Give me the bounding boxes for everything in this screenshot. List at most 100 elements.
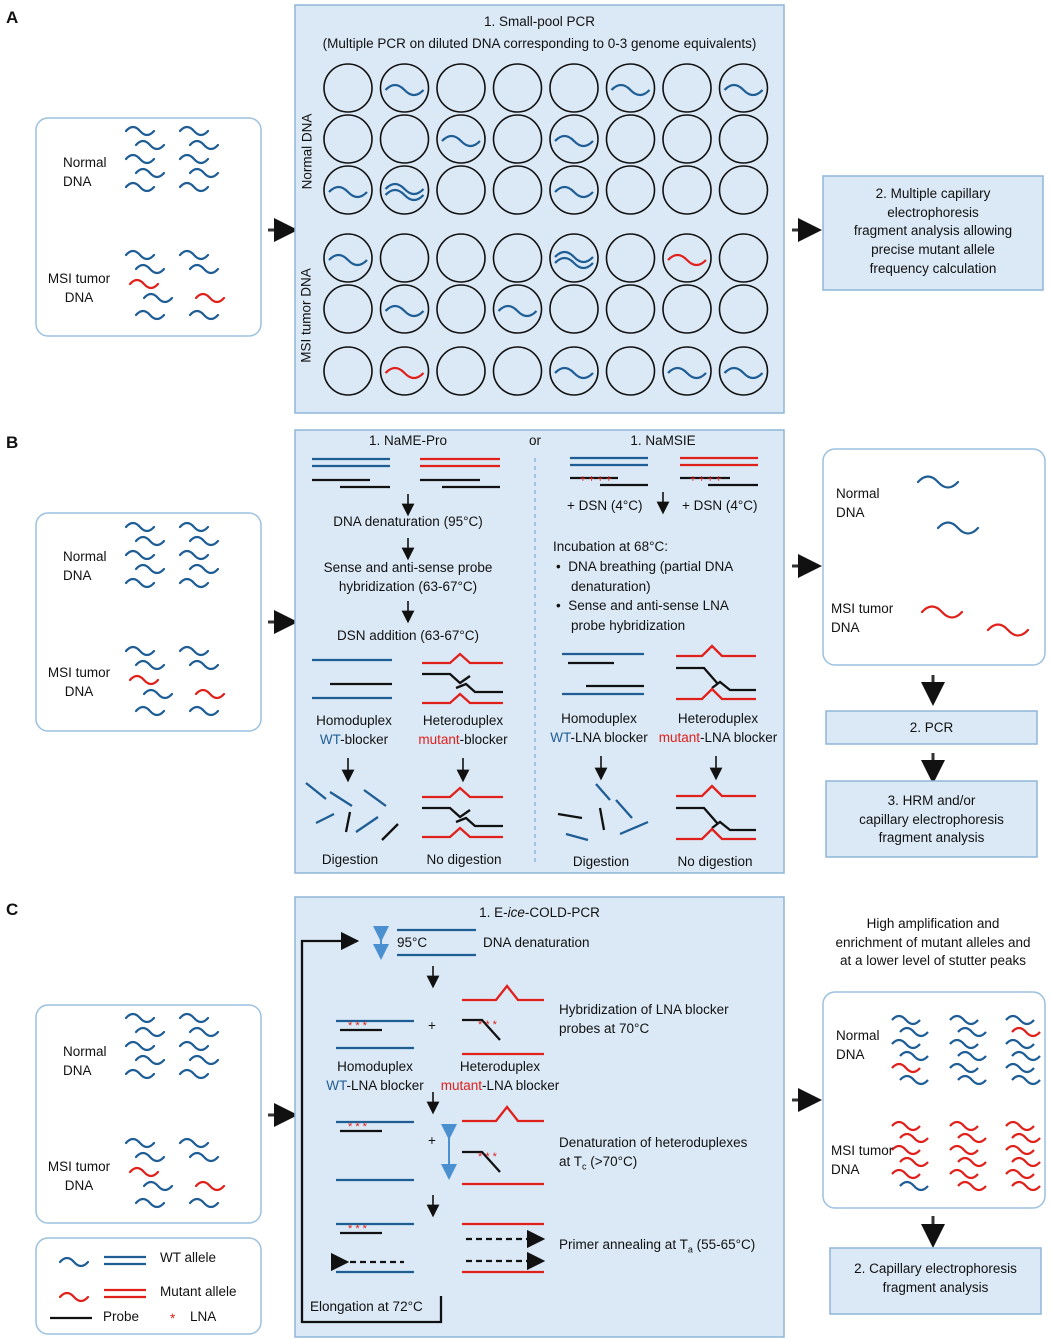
result-box-b	[822, 448, 1046, 666]
pcr-well	[662, 284, 712, 334]
pcr-well	[718, 114, 769, 164]
legend-mutant-label: Mutant allele	[160, 1284, 237, 1299]
digestion-label-namepro: Digestion	[321, 852, 379, 867]
wt-amplicon	[441, 134, 481, 148]
pcr-well	[436, 233, 486, 283]
plus-sign-2: +	[428, 1133, 436, 1148]
pcr-well	[662, 233, 712, 283]
wt-amplicon	[554, 256, 594, 270]
incubation-label: Incubation at 68°C:	[553, 539, 668, 554]
mutant-allele-wave	[891, 1144, 921, 1156]
step-dsn-addition: DSN addition (63-67°C)	[337, 628, 479, 643]
pcr-well	[549, 114, 599, 164]
pcr-well	[718, 165, 769, 215]
step-denaturation: DNA denaturation (95°C)	[333, 514, 483, 529]
mutant-allele-wave	[891, 1120, 921, 1132]
cycle-loop	[300, 931, 443, 1324]
namepro-heteroduplex	[422, 652, 503, 705]
mutant-allele-wave	[891, 1168, 921, 1180]
pcr-well	[436, 165, 486, 215]
incubation-bullets: • DNA breathing (partial DNA denaturatio…	[556, 559, 734, 633]
panel-letter-b: B	[6, 433, 19, 452]
pcr-well	[605, 63, 656, 113]
wt-allele-wave	[899, 1026, 929, 1038]
pcr-well	[549, 63, 599, 113]
wt-allele-wave	[1011, 1050, 1041, 1062]
pcr-well	[662, 114, 712, 164]
result-waves-c	[891, 1014, 1041, 1192]
wt-amplicon	[554, 185, 594, 199]
pcr-well	[323, 233, 373, 283]
pcr-well	[718, 284, 769, 334]
pcr-well	[323, 346, 373, 396]
namepro-digestion-fragments	[305, 782, 399, 841]
pcr-well	[605, 114, 656, 164]
wt-allele-wave	[1011, 1074, 1041, 1086]
namepro-no-digestion	[422, 786, 503, 839]
pcr-well	[379, 63, 430, 113]
temp-95-label: 95°C	[397, 935, 428, 950]
pcr-well	[323, 63, 373, 113]
wt-amplicon	[667, 366, 707, 380]
wt-allele-wave	[957, 1026, 987, 1038]
pcr-well	[492, 284, 543, 334]
dsn-right: + DSN (4°C)	[682, 498, 758, 513]
name-pro-title: 1. NaME-Pro	[368, 433, 448, 448]
wt-allele-wave	[1005, 1014, 1035, 1026]
wt-amplicon	[554, 366, 594, 380]
or-label: or	[528, 433, 541, 448]
row-label-msi: MSI tumor DNA	[298, 268, 314, 363]
elongation-label: Elongation at 72°C	[310, 1299, 423, 1314]
pcr-well	[379, 114, 430, 164]
pcr-well	[605, 233, 656, 283]
pcr-well	[492, 165, 543, 215]
svg-text:+ + + +: + + + +	[690, 474, 722, 485]
namsie-homoduplex	[562, 652, 644, 696]
lna-marks-b: + + + + + + + +	[580, 474, 722, 485]
legend-lna-label: LNA	[190, 1309, 217, 1324]
namepro-wt-duplex	[312, 457, 500, 489]
lna-mark-c3: * * *	[348, 1121, 368, 1133]
pcr-well	[436, 346, 486, 396]
pcr-well	[492, 63, 543, 113]
wt-amplicon	[554, 250, 594, 264]
namepro-homoduplex	[312, 658, 392, 700]
legend-box	[35, 1237, 262, 1335]
lna-mark-c5: * * *	[348, 1223, 368, 1235]
pcr-well	[549, 233, 599, 283]
ice-cold-title: 1. E-ice-COLD-PCR	[479, 905, 600, 920]
lna-mark-c2: * * *	[478, 1019, 498, 1031]
wt-allele-wave	[949, 1062, 979, 1074]
mutant-allele-wave	[899, 1132, 929, 1144]
pcr-well	[379, 284, 430, 334]
pcr-well	[379, 346, 430, 396]
pcr-well	[662, 346, 712, 396]
pcr-well	[492, 233, 543, 283]
pcr-well	[605, 165, 656, 215]
dsn-left: + DSN (4°C)	[567, 498, 643, 513]
wt-amplicon	[328, 253, 368, 267]
c-heteroduplex	[462, 984, 544, 1056]
wt-amplicon	[554, 134, 594, 148]
mutant-allele-wave	[1011, 1180, 1041, 1192]
mutant-amplicon	[667, 253, 707, 267]
pcr-well	[436, 114, 486, 164]
wt-allele-wave	[899, 1074, 929, 1086]
mutant-allele-wave	[1005, 1144, 1035, 1156]
mutant-allele-wave	[949, 1144, 979, 1156]
pcr-well	[662, 165, 712, 215]
panel-letter-c: C	[6, 900, 19, 919]
no-digestion-label-namepro: No digestion	[426, 852, 502, 867]
